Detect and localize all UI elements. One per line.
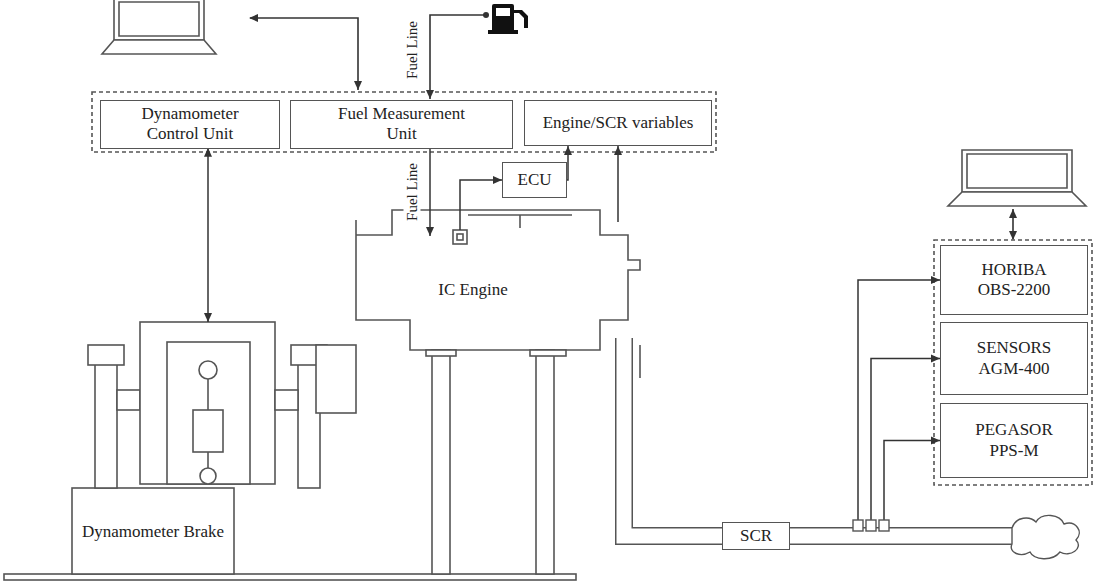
engine-drawing	[316, 210, 640, 574]
node-text: PEGASOR PPS-M	[964, 420, 1064, 461]
data-link	[1012, 209, 1014, 239]
connector	[790, 441, 940, 537]
connector	[460, 180, 502, 230]
analyzer-box: PEGASOR PPS-M	[940, 403, 1088, 478]
group-outline	[92, 92, 716, 152]
node-text: Engine/SCR variables	[543, 113, 694, 133]
analyzer-box: SENSORS AGM-400	[940, 322, 1088, 395]
fuel-pump-icon	[488, 4, 528, 34]
node-text: IC Engine	[435, 280, 510, 300]
measurement-unit-box: Fuel Measurement Unit	[290, 100, 513, 149]
node-text: SCR	[740, 526, 772, 546]
node-text: Dynamometer Control Unit	[134, 104, 246, 145]
node-text: ECU	[518, 170, 552, 190]
connector	[567, 146, 568, 180]
line-label: Fuel Line	[404, 20, 421, 80]
scr-box: SCR	[722, 522, 790, 550]
exhaust-cloud	[1011, 515, 1079, 558]
analyzer-box: HORIBA OBS-2200	[940, 245, 1088, 315]
engine-node: IC Engine	[315, 200, 640, 360]
dynamometer-node: Dynamometer Brake	[72, 322, 322, 574]
connector	[429, 149, 431, 236]
dynamometer-drawing	[72, 322, 328, 574]
data-link	[250, 18, 358, 90]
sample-probe	[866, 520, 876, 531]
variables-box: Engine/SCR variables	[524, 100, 712, 146]
sample-probe	[853, 520, 863, 531]
edge-label: Fuel Line	[404, 162, 421, 222]
connector	[790, 359, 940, 537]
sample-probe	[879, 520, 889, 531]
base-beam	[4, 574, 576, 580]
ecu-box: ECU	[502, 162, 567, 198]
connector	[207, 149, 209, 322]
node-text: HORIBA OBS-2200	[964, 260, 1064, 301]
node-text: Fuel Measurement Unit	[327, 104, 477, 145]
group-outline	[934, 240, 1092, 485]
connector	[790, 280, 940, 536]
node-text: Dynamometer Brake	[79, 522, 227, 542]
control-unit-box: Dynamometer Control Unit	[100, 100, 280, 149]
node-text: SENSORS AGM-400	[964, 338, 1064, 379]
fuel-line	[430, 15, 484, 99]
laptop-icon	[948, 150, 1086, 206]
laptop-icon	[102, 0, 216, 54]
connector	[617, 146, 619, 222]
connector	[624, 340, 722, 536]
